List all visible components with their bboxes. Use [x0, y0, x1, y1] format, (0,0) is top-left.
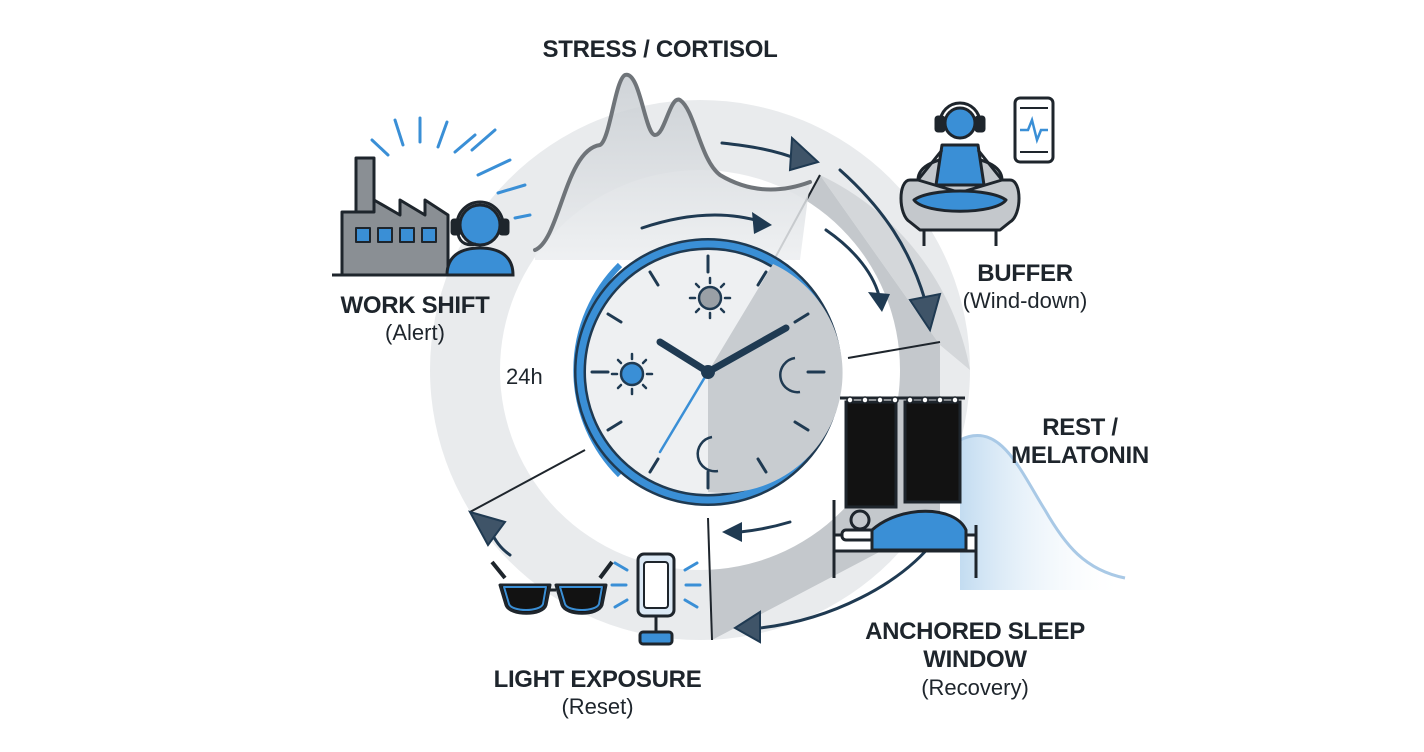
- curtains-icon: [840, 396, 965, 509]
- sunglasses-icon: [490, 560, 614, 615]
- buffer-subtitle: (Wind-down): [962, 288, 1088, 314]
- clock-center: [701, 365, 715, 379]
- work-shift-title: WORK SHIFT: [340, 292, 490, 319]
- sun-icon-top: [688, 276, 732, 320]
- factory-icon: [332, 156, 460, 277]
- buffer-label: BUFFER (Wind-down): [940, 260, 1110, 314]
- work-shift-subtitle: (Alert): [385, 320, 445, 346]
- rest-title-line1: REST /: [1042, 414, 1118, 441]
- rest-melatonin-label: REST / MELATONIN: [1000, 414, 1160, 471]
- arrow-sleep-to-light: [758, 538, 937, 630]
- sleeping-person-icon: [832, 500, 978, 578]
- minute-hand: [704, 324, 790, 376]
- stress-cortisol-label: STRESS / CORTISOL: [520, 36, 800, 64]
- hour-hand: [656, 338, 712, 376]
- headset-worker-icon: [445, 200, 515, 277]
- clock-24h-label: 24h: [506, 364, 543, 389]
- clock-ticks: [590, 254, 826, 490]
- light-exposure-label: LIGHT EXPOSURE (Reset): [480, 666, 715, 720]
- light-exposure-title: LIGHT EXPOSURE: [493, 666, 702, 693]
- moon-icon-right: [779, 356, 801, 394]
- alert-rays-icon: [370, 116, 532, 220]
- sun-icon-left: [610, 352, 654, 396]
- stress-cortisol-title: STRESS / CORTISOL: [542, 36, 778, 63]
- meditation-icon: [899, 101, 1021, 246]
- light-exposure-subtitle: (Reset): [561, 694, 634, 720]
- arrow-inner-top: [640, 213, 764, 230]
- cortisol-curve: [533, 72, 812, 261]
- moon-icon-bottom: [696, 435, 719, 473]
- arrowhead-1: [788, 135, 820, 172]
- light-box-icon: [610, 552, 702, 646]
- arrow-outer-buffer: [838, 168, 927, 302]
- melatonin-curve: [959, 433, 1126, 590]
- second-hand: [658, 370, 710, 454]
- anchored-sleep-window-title: ANCHORED SLEEP WINDOW: [865, 618, 1085, 674]
- cycle-arrows: [467, 135, 942, 644]
- rest-title-line2: MELATONIN: [1011, 442, 1149, 470]
- phone-heartbeat-icon: [1013, 96, 1055, 164]
- work-shift-label: WORK SHIFT (Alert): [320, 292, 510, 346]
- anchored-sleep-window-label: ANCHORED SLEEP WINDOW (Recovery): [815, 618, 1135, 701]
- arrow-inner-sleep: [738, 520, 792, 534]
- buffer-title: BUFFER: [977, 260, 1073, 287]
- clock: [573, 238, 843, 506]
- anchored-sleep-window-subtitle: (Recovery): [921, 674, 1029, 700]
- arrow-inner-buffer: [824, 228, 882, 302]
